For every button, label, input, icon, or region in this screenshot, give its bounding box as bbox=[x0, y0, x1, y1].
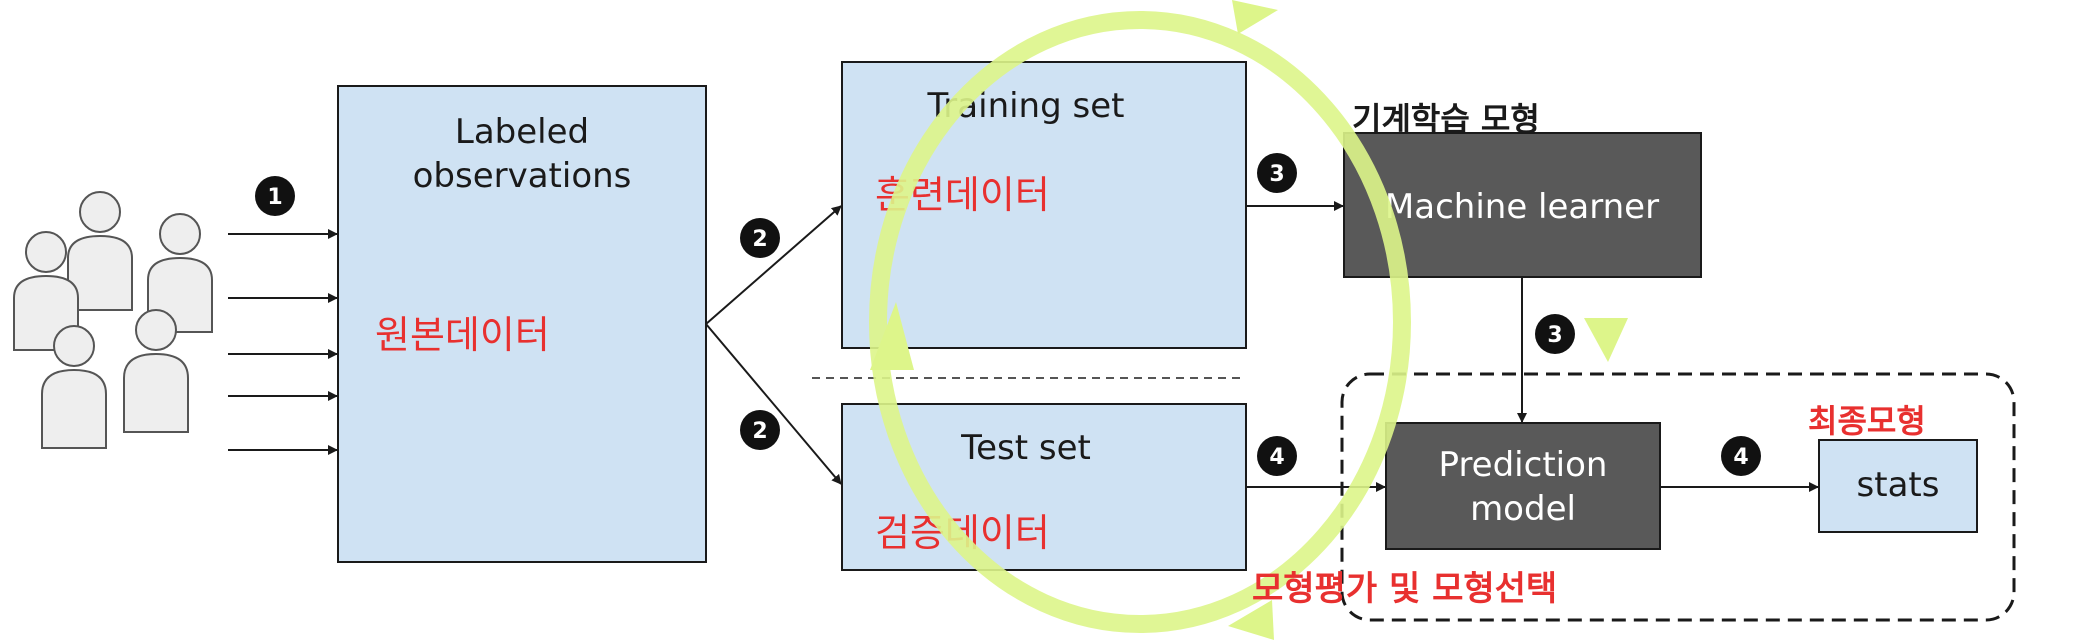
prediction-model-line2: model bbox=[1470, 489, 1576, 529]
stats-label: stats bbox=[1857, 465, 1940, 505]
test-set-title: Test set bbox=[960, 428, 1091, 468]
stats-box bbox=[1818, 439, 1978, 533]
labeled-observations-box bbox=[337, 85, 707, 563]
prediction-model-box bbox=[1385, 422, 1661, 550]
cycle-arrowhead-right bbox=[1584, 318, 1628, 362]
svg-text:4: 4 bbox=[1733, 445, 1748, 470]
machine-learner-caption: 기계학습 모형 bbox=[1352, 100, 1540, 138]
labeled-observations-title-line2: observations bbox=[413, 156, 632, 196]
machine-learner-label: Machine learner bbox=[1385, 187, 1659, 227]
prediction-model-line1: Prediction bbox=[1439, 445, 1608, 485]
input-arrows bbox=[228, 229, 338, 455]
cycle-arrowhead-top bbox=[1232, 0, 1278, 34]
training-set-box bbox=[841, 61, 1247, 349]
svg-text:1: 1 bbox=[267, 185, 282, 210]
person-icon bbox=[41, 325, 107, 449]
final-model-caption: 최종모형 bbox=[1808, 402, 1926, 440]
step-2-badge-top: 2 bbox=[740, 218, 780, 258]
step-3-badge-top: 3 bbox=[1257, 153, 1297, 193]
person-icon bbox=[67, 191, 133, 311]
step-3-badge-bottom: 3 bbox=[1535, 314, 1575, 354]
people-group-icon bbox=[13, 191, 213, 449]
iteration-cycle bbox=[869, 0, 1628, 640]
step-1-badge: 1 bbox=[255, 176, 295, 216]
svg-text:3: 3 bbox=[1547, 323, 1562, 348]
labeled-observations-title-line1: Labeled bbox=[455, 112, 589, 152]
cycle-arrowhead-left bbox=[870, 302, 914, 370]
svg-text:2: 2 bbox=[752, 227, 767, 252]
svg-text:2: 2 bbox=[752, 419, 767, 444]
labeled-observations-korean: 원본데이터 bbox=[375, 313, 550, 357]
step-4-badge-left: 4 bbox=[1257, 436, 1297, 476]
step-2-badge-bottom: 2 bbox=[740, 410, 780, 450]
split-arrows bbox=[705, 205, 842, 485]
step-4-badge-right: 4 bbox=[1721, 436, 1761, 476]
cycle-arrowhead-bottom bbox=[1228, 600, 1274, 640]
evaluation-region bbox=[1340, 372, 2016, 622]
test-set-box bbox=[841, 403, 1247, 571]
person-icon bbox=[123, 309, 189, 433]
evaluation-label: 모형평가 및 모형선택 bbox=[1252, 569, 1557, 609]
svg-text:3: 3 bbox=[1269, 162, 1284, 187]
svg-text:4: 4 bbox=[1269, 445, 1284, 470]
